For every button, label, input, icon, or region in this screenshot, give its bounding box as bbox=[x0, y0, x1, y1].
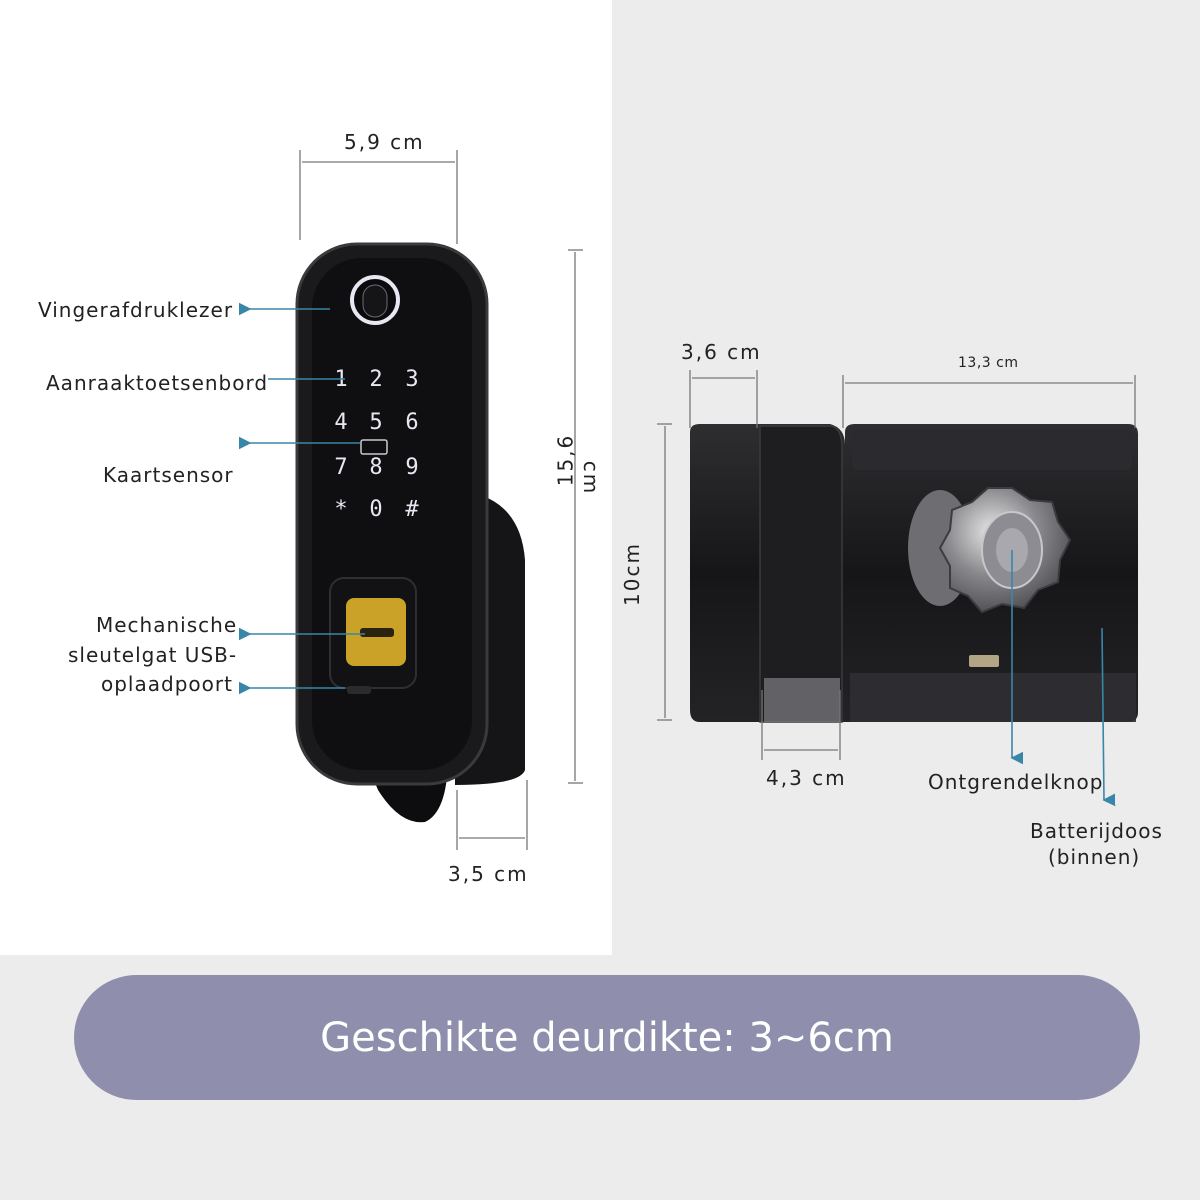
box-depth-dimension: 3,6 cm bbox=[681, 340, 762, 364]
key-4: 4 bbox=[334, 410, 347, 435]
right-callout-arrows bbox=[1010, 550, 1116, 807]
key-5: 5 bbox=[369, 410, 382, 435]
latch-width-dimension: 4,3 cm bbox=[766, 766, 847, 790]
keypad-digits: 1 2 3 4 5 6 7 8 9 * 0 # bbox=[334, 367, 419, 522]
door-thickness-banner: Geschikte deurdikte: 3~6cm bbox=[74, 975, 1140, 1100]
usb-port-label: oplaadpoort bbox=[101, 672, 233, 696]
door-thickness-text: Geschikte deurdikte: 3~6cm bbox=[320, 1014, 894, 1061]
front-depth-dimension: 3,5 cm bbox=[448, 862, 529, 886]
right-dimension-lines bbox=[657, 370, 1136, 760]
keyhole-label-line2: sleutelgat USB- bbox=[68, 643, 238, 667]
front-width-dimension: 5,9 cm bbox=[344, 130, 425, 154]
key-0: 0 bbox=[369, 497, 382, 522]
left-callout-arrows bbox=[238, 302, 365, 695]
front-height-value: 15,6 bbox=[553, 433, 578, 487]
unlock-knob-label: Ontgrendelknop bbox=[928, 770, 1104, 794]
fingerprint-reader-label: Vingerafdruklezer bbox=[38, 298, 234, 322]
key-8: 8 bbox=[369, 455, 382, 480]
battery-box-label-line1: Batterijdoos bbox=[1030, 819, 1163, 843]
box-height-dimension: 10cm bbox=[619, 542, 644, 606]
key-3: 3 bbox=[405, 367, 418, 392]
card-sensor-label: Kaartsensor bbox=[103, 463, 234, 487]
left-dimension-lines bbox=[299, 150, 583, 850]
key-9: 9 bbox=[405, 455, 418, 480]
front-height-unit: cm bbox=[579, 460, 604, 496]
key-7: 7 bbox=[334, 455, 347, 480]
box-width-dimension: 13,3 cm bbox=[958, 355, 1019, 371]
battery-box-label-line2: (binnen) bbox=[1048, 845, 1141, 869]
key-2: 2 bbox=[369, 367, 382, 392]
key-star: * bbox=[334, 497, 347, 522]
keypad-lock bbox=[295, 242, 525, 823]
key-hash: # bbox=[405, 497, 419, 522]
keyhole-label-line1: Mechanische bbox=[96, 613, 238, 637]
touch-keypad-label: Aanraaktoetsenbord bbox=[46, 371, 269, 395]
lock-box bbox=[690, 424, 1138, 723]
key-6: 6 bbox=[405, 410, 418, 435]
